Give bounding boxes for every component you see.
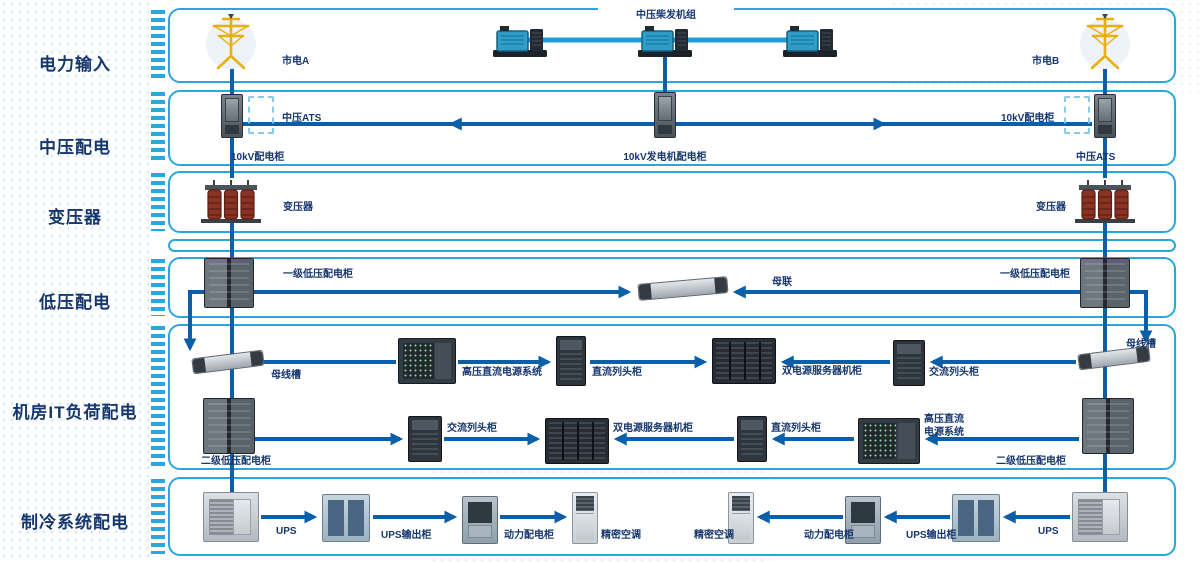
ac-row-bottom-label: 交流列头柜 <box>447 423 497 434</box>
ups-output-right-icon <box>952 494 1000 542</box>
mv-cabinet-right-label: 10kV配电柜 <box>1001 113 1055 124</box>
transformer-left-icon <box>200 178 262 224</box>
row-title-lv: 低压配电 <box>39 293 111 312</box>
dual-server-bottom-label: 双电源服务器机柜 <box>613 423 693 434</box>
dash-strip-2 <box>151 92 165 164</box>
ac-row-cabinet-bottom-icon <box>408 416 442 462</box>
mv-cabinet-right-icon <box>1094 94 1116 138</box>
utility-tower-a-icon <box>202 12 260 70</box>
lv-panel-left-icon <box>204 258 254 308</box>
power-dist-right-icon <box>845 496 881 544</box>
busway-left-label: 母线槽 <box>271 370 301 381</box>
ac-row-top-label: 交流列头柜 <box>929 367 979 378</box>
mv-generator-cabinet-icon <box>654 92 676 138</box>
utility-tower-b-icon <box>1076 12 1134 70</box>
ups-output-left-label: UPS输出柜 <box>381 530 432 541</box>
dots-pattern-left <box>0 0 150 562</box>
dc-row-cabinet-bottom-icon <box>737 416 767 462</box>
hvdc-system-top-icon <box>398 338 456 384</box>
lv-panel-left-label: 一级低压配电柜 <box>283 269 353 280</box>
it-load-band <box>168 324 1176 470</box>
dash-strip-5 <box>151 326 165 468</box>
dc-row-bottom-label: 直流列头柜 <box>771 423 821 434</box>
dash-strip-4 <box>151 259 165 316</box>
mv-cabinet-left-label: 10kV配电柜 <box>231 152 285 163</box>
utility-b-label: 市电B <box>1032 56 1060 67</box>
busway-right-label: 母线槽 <box>1126 339 1156 350</box>
transformer-right-icon <box>1074 178 1136 224</box>
lv-panel-right-icon <box>1080 258 1130 308</box>
dash-strip-1 <box>151 10 165 81</box>
dash-strip-6 <box>151 479 165 554</box>
ups-right-label: UPS <box>1038 526 1059 537</box>
mv-ats-right-label: 中压ATS <box>1076 152 1116 163</box>
transformer-right-label: 变压器 <box>1036 202 1066 213</box>
lv2-panel-right-label: 二级低压配电柜 <box>996 456 1066 467</box>
generator-group-label: 中压柴发机组 <box>598 6 734 21</box>
ups-output-right-label: UPS输出柜 <box>906 530 957 541</box>
lv2-panel-right-icon <box>1082 398 1134 454</box>
diesel-generator-3-icon <box>782 22 838 58</box>
crac-right-icon <box>728 492 754 544</box>
row-title-it-load: 机房IT负荷配电 <box>12 403 138 422</box>
transformer-band <box>168 171 1176 233</box>
dc-row-cabinet-top-icon <box>556 336 586 386</box>
row-title-cooling: 制冷系统配电 <box>21 513 129 532</box>
dash-strip-3 <box>151 173 165 231</box>
ac-row-cabinet-top-icon <box>893 340 925 386</box>
row-title-transformer: 变压器 <box>48 208 102 227</box>
mv-cabinet-left-icon <box>221 94 243 138</box>
bus-lane-band <box>168 239 1176 252</box>
lv2-panel-left-label: 二级低压配电柜 <box>201 456 271 467</box>
mv-ats-left-label: 中压ATS <box>282 113 322 124</box>
crac-left-label: 精密空调 <box>601 530 641 541</box>
hvdc-top-label: 高压直流电源系统 <box>462 367 542 378</box>
mv-generator-cabinet-label: 10kV发电机配电柜 <box>623 152 707 163</box>
dc-row-top-label: 直流列头柜 <box>592 367 642 378</box>
ups-left-label: UPS <box>276 526 297 537</box>
lv-panel-right-label: 一级低压配电柜 <box>1000 269 1070 280</box>
power-dist-left-icon <box>462 496 498 544</box>
bus-tie-label: 母联 <box>772 277 792 288</box>
lv2-panel-left-icon <box>203 398 255 454</box>
server-rack-top-icon <box>712 338 776 384</box>
power-dist-right-label: 动力配电柜 <box>804 530 854 541</box>
row-title-power-input: 电力输入 <box>39 55 111 74</box>
ups-right-icon <box>1072 492 1128 542</box>
diesel-generator-2-icon <box>637 22 693 58</box>
row-title-mv: 中压配电 <box>39 138 111 157</box>
utility-a-label: 市电A <box>282 56 310 67</box>
ats-dashed-box-left <box>248 96 274 134</box>
hvdc-system-bottom-icon <box>858 418 920 464</box>
crac-right-label: 精密空调 <box>694 530 734 541</box>
diesel-generator-1-icon <box>492 22 548 58</box>
dual-server-top-label: 双电源服务器机柜 <box>782 366 862 377</box>
server-rack-bottom-icon <box>545 418 609 464</box>
ats-dashed-box-right <box>1064 96 1090 134</box>
hvdc-bottom-label-line1: 高压直流 <box>924 414 964 425</box>
hvdc-bottom-label-line2: 电源系统 <box>924 427 964 438</box>
power-dist-left-label: 动力配电柜 <box>504 530 554 541</box>
crac-left-icon <box>572 492 598 544</box>
ups-output-left-icon <box>322 494 370 542</box>
ups-left-icon <box>203 492 259 542</box>
transformer-left-label: 变压器 <box>283 202 313 213</box>
